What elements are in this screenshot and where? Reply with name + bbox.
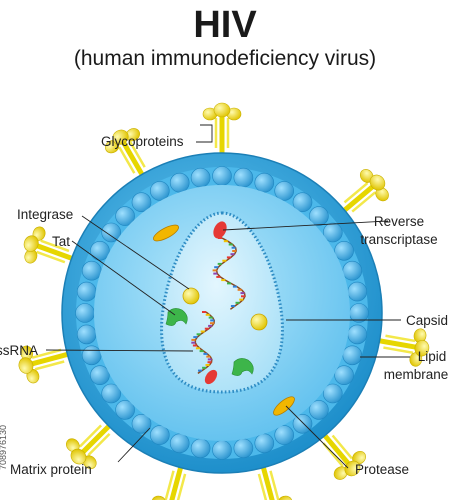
page-subtitle: (human immunodeficiency virus) [74, 47, 376, 70]
glycoprotein-spike [203, 103, 241, 158]
matrix-protein-bead [76, 281, 97, 302]
matrix-protein-bead [169, 172, 190, 193]
protease-icon-2 [273, 396, 295, 416]
tat-icon-2 [231, 358, 254, 376]
matrix-protein-bead [309, 206, 329, 226]
page-title: HIV [193, 4, 257, 46]
capsid [160, 211, 284, 394]
matrix-protein-bead [150, 425, 170, 445]
label-tat: Tat [52, 234, 70, 249]
matrix-protein-beads [75, 166, 369, 460]
matrix-protein-bead [254, 433, 275, 454]
label-protease: Protease [355, 462, 409, 477]
matrix-protein-bead [322, 222, 343, 243]
matrix-protein-bead [274, 425, 295, 445]
reverse-transcriptase-icon [213, 221, 227, 239]
matrix-protein-bead [309, 400, 329, 420]
integrase-icon-2 [250, 313, 268, 331]
protease-icon [153, 224, 179, 242]
matrix-protein-bead [292, 192, 313, 212]
label-capsid: Capsid [406, 313, 448, 328]
matrix-protein-bead [75, 303, 95, 323]
ssrna-strand-lower [191, 311, 215, 375]
matrix-protein-bead [212, 166, 232, 186]
matrix-protein-bead [322, 383, 343, 404]
label-matrix-protein: Matrix protein [10, 462, 92, 477]
label-lipid-membrane-1: Lipid [418, 349, 447, 364]
matrix-protein-bead [90, 241, 110, 261]
matrix-protein-bead [274, 181, 295, 201]
matrix-protein-bead [101, 222, 121, 243]
label-reverse-transcriptase-1: Reverse [374, 214, 424, 229]
matrix-protein-bead [254, 172, 275, 193]
matrix-protein-bead [101, 383, 121, 404]
matrix-protein-bead [190, 438, 211, 459]
matrix-protein-bead [233, 167, 254, 188]
ssrna-strand-upper [212, 237, 246, 310]
label-ssrna: ssRNA [0, 343, 38, 358]
matrix-protein-bead [334, 365, 354, 386]
matrix-protein-bead [334, 241, 354, 261]
label-reverse-transcriptase-2: transcriptase [360, 232, 437, 247]
matrix-protein-bead [212, 440, 232, 460]
matrix-protein-bead [115, 206, 135, 226]
label-glycoproteins: Glycoproteins [101, 134, 184, 149]
matrix-protein-bead [90, 365, 110, 386]
matrix-protein-bead [150, 181, 170, 201]
matrix-protein-bead [190, 167, 211, 188]
matrix-protein-bead [131, 192, 152, 212]
label-lipid-membrane-2: membrane [384, 367, 449, 382]
matrix-protein-bead [76, 324, 97, 345]
matrix-protein-bead [342, 260, 363, 281]
integrase-icon [182, 287, 200, 305]
matrix-protein-bead [81, 260, 102, 281]
matrix-protein-bead [233, 438, 254, 459]
matrix-protein-bead [131, 413, 152, 434]
matrix-protein-bead [347, 324, 368, 345]
matrix-protein-bead [342, 345, 363, 366]
matrix-protein-bead [347, 281, 368, 302]
reverse-transcriptase-icon-2 [204, 369, 218, 385]
leader-lines [45, 124, 410, 469]
stock-id-watermark: 708976130 [0, 425, 8, 470]
label-integrase: Integrase [17, 207, 73, 222]
matrix-protein-bead [81, 345, 102, 366]
matrix-protein-bead [169, 433, 190, 454]
matrix-protein-bead [292, 413, 313, 434]
matrix-protein-bead [115, 400, 135, 420]
